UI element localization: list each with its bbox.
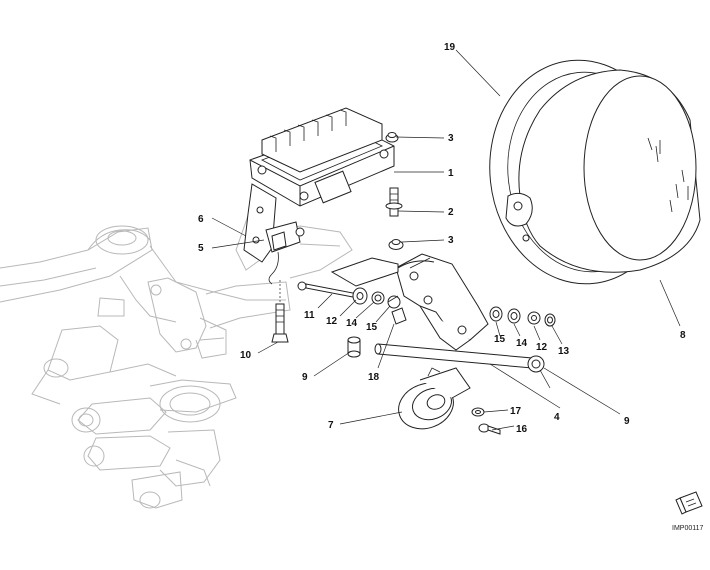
- ecu-control-unit: [249, 107, 395, 207]
- spacer-15-right: [489, 306, 503, 322]
- bush-9-left: [347, 336, 361, 358]
- grommet-top: [385, 132, 399, 143]
- callout-18: 18: [368, 372, 380, 383]
- bolt-10: [271, 280, 289, 343]
- reference-code: IMP00117: [672, 525, 703, 532]
- callout-19: 19: [444, 42, 456, 53]
- support-bracket: [330, 253, 489, 351]
- frame-ghost-outline: [0, 209, 353, 509]
- headlamp-lens: [583, 75, 697, 261]
- nut-14-right: [507, 308, 521, 324]
- callout-11: 11: [304, 310, 315, 321]
- callout-13: 13: [558, 346, 570, 357]
- callout-5: 5: [198, 243, 204, 254]
- washer-12-left: [352, 287, 368, 305]
- sensor-connector: [265, 221, 305, 285]
- callout-9b: 9: [624, 416, 630, 427]
- callout-14b: 14: [516, 338, 528, 349]
- callout-14a: 14: [346, 318, 358, 329]
- callout-16: 16: [516, 424, 528, 435]
- clip-18: [391, 307, 407, 325]
- callout-12a: 12: [326, 316, 338, 327]
- callout-1: 1: [448, 168, 454, 179]
- callout-15b: 15: [494, 334, 506, 345]
- book-logo-icon: [675, 491, 703, 515]
- callout-6: 6: [198, 214, 204, 225]
- callout-3a: 3: [448, 133, 454, 144]
- callout-4: 4: [554, 412, 560, 423]
- callout-8: 8: [680, 330, 686, 341]
- headlamp-assembly: [489, 59, 701, 285]
- callout-9a: 9: [302, 372, 308, 383]
- washer-17: [471, 407, 485, 417]
- callout-3b: 3: [448, 235, 454, 246]
- horn-unit: [398, 367, 471, 430]
- grommet-lower: [388, 239, 404, 250]
- bush-9-right: [527, 355, 545, 373]
- stud-spacer: [385, 187, 403, 217]
- callout-labels: 1 2 3 3 4 5 6 7 8 9 9 10 11 12 12 13 14 …: [198, 42, 686, 435]
- nut-13: [544, 313, 556, 327]
- screw-16: [478, 423, 501, 435]
- callout-2: 2: [448, 207, 454, 218]
- callout-17: 17: [510, 406, 522, 417]
- ecu-bracket: [243, 183, 277, 263]
- washer-12-right: [527, 311, 541, 325]
- callout-15a: 15: [366, 322, 378, 333]
- callout-7: 7: [328, 420, 334, 431]
- spacer-15-left: [387, 295, 401, 309]
- callout-12b: 12: [536, 342, 548, 353]
- leader-lines: [211, 49, 681, 431]
- callout-10: 10: [240, 350, 252, 361]
- nut-14-left: [371, 291, 385, 305]
- long-bolt-11: [297, 281, 359, 299]
